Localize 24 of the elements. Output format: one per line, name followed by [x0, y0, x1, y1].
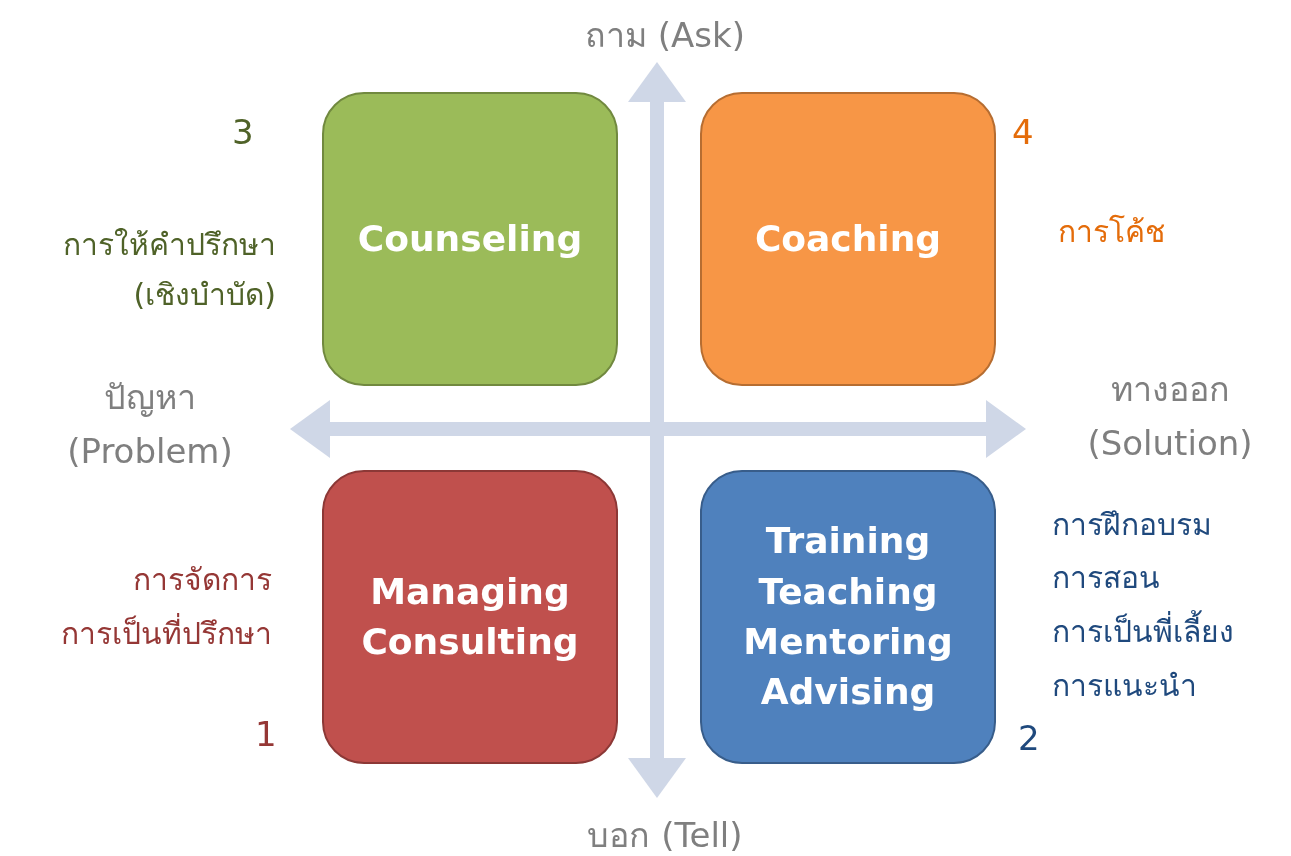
quadrant-box [700, 92, 996, 386]
quadrant-number: 1 [255, 713, 277, 756]
quadrant-title: Counseling [356, 216, 584, 261]
axis-label: บอก (Tell) [586, 814, 744, 856]
quadrant-box [700, 470, 996, 764]
quadrant-caption: การเป็นที่ปรึกษา [61, 614, 272, 653]
quadrant-caption: การฝึกอบรม [1052, 506, 1212, 544]
quadrant-title: Training Teaching Mentoring Advising [742, 519, 954, 715]
quadrant-title: Coaching [753, 216, 943, 261]
quadrant-box [322, 470, 618, 764]
quadrant-caption: การเป็นพี่เลี้ยง [1052, 612, 1234, 651]
quadrant-number: 3 [232, 111, 254, 154]
quadrant-caption: การโค้ช [1058, 213, 1165, 251]
quadrant-caption: การจัดการ [133, 561, 272, 599]
quadrant-title: Managing Consulting [360, 569, 580, 664]
axis-label: ถาม (Ask) [584, 14, 746, 57]
quadrant-caption: การแนะนำ [1052, 667, 1197, 705]
quadrant-number: 2 [1018, 717, 1040, 760]
axis-label: ปัญหา (Problem) [66, 376, 234, 474]
quadrant-caption: การให้คำปรึกษา (เชิงบำบัด) [62, 226, 276, 314]
axis-label: ทางออก (Solution) [1086, 368, 1254, 466]
quadrant-number: 4 [1012, 111, 1034, 154]
quadrant-caption: การสอน [1052, 559, 1160, 597]
quadrant-box [322, 92, 618, 386]
